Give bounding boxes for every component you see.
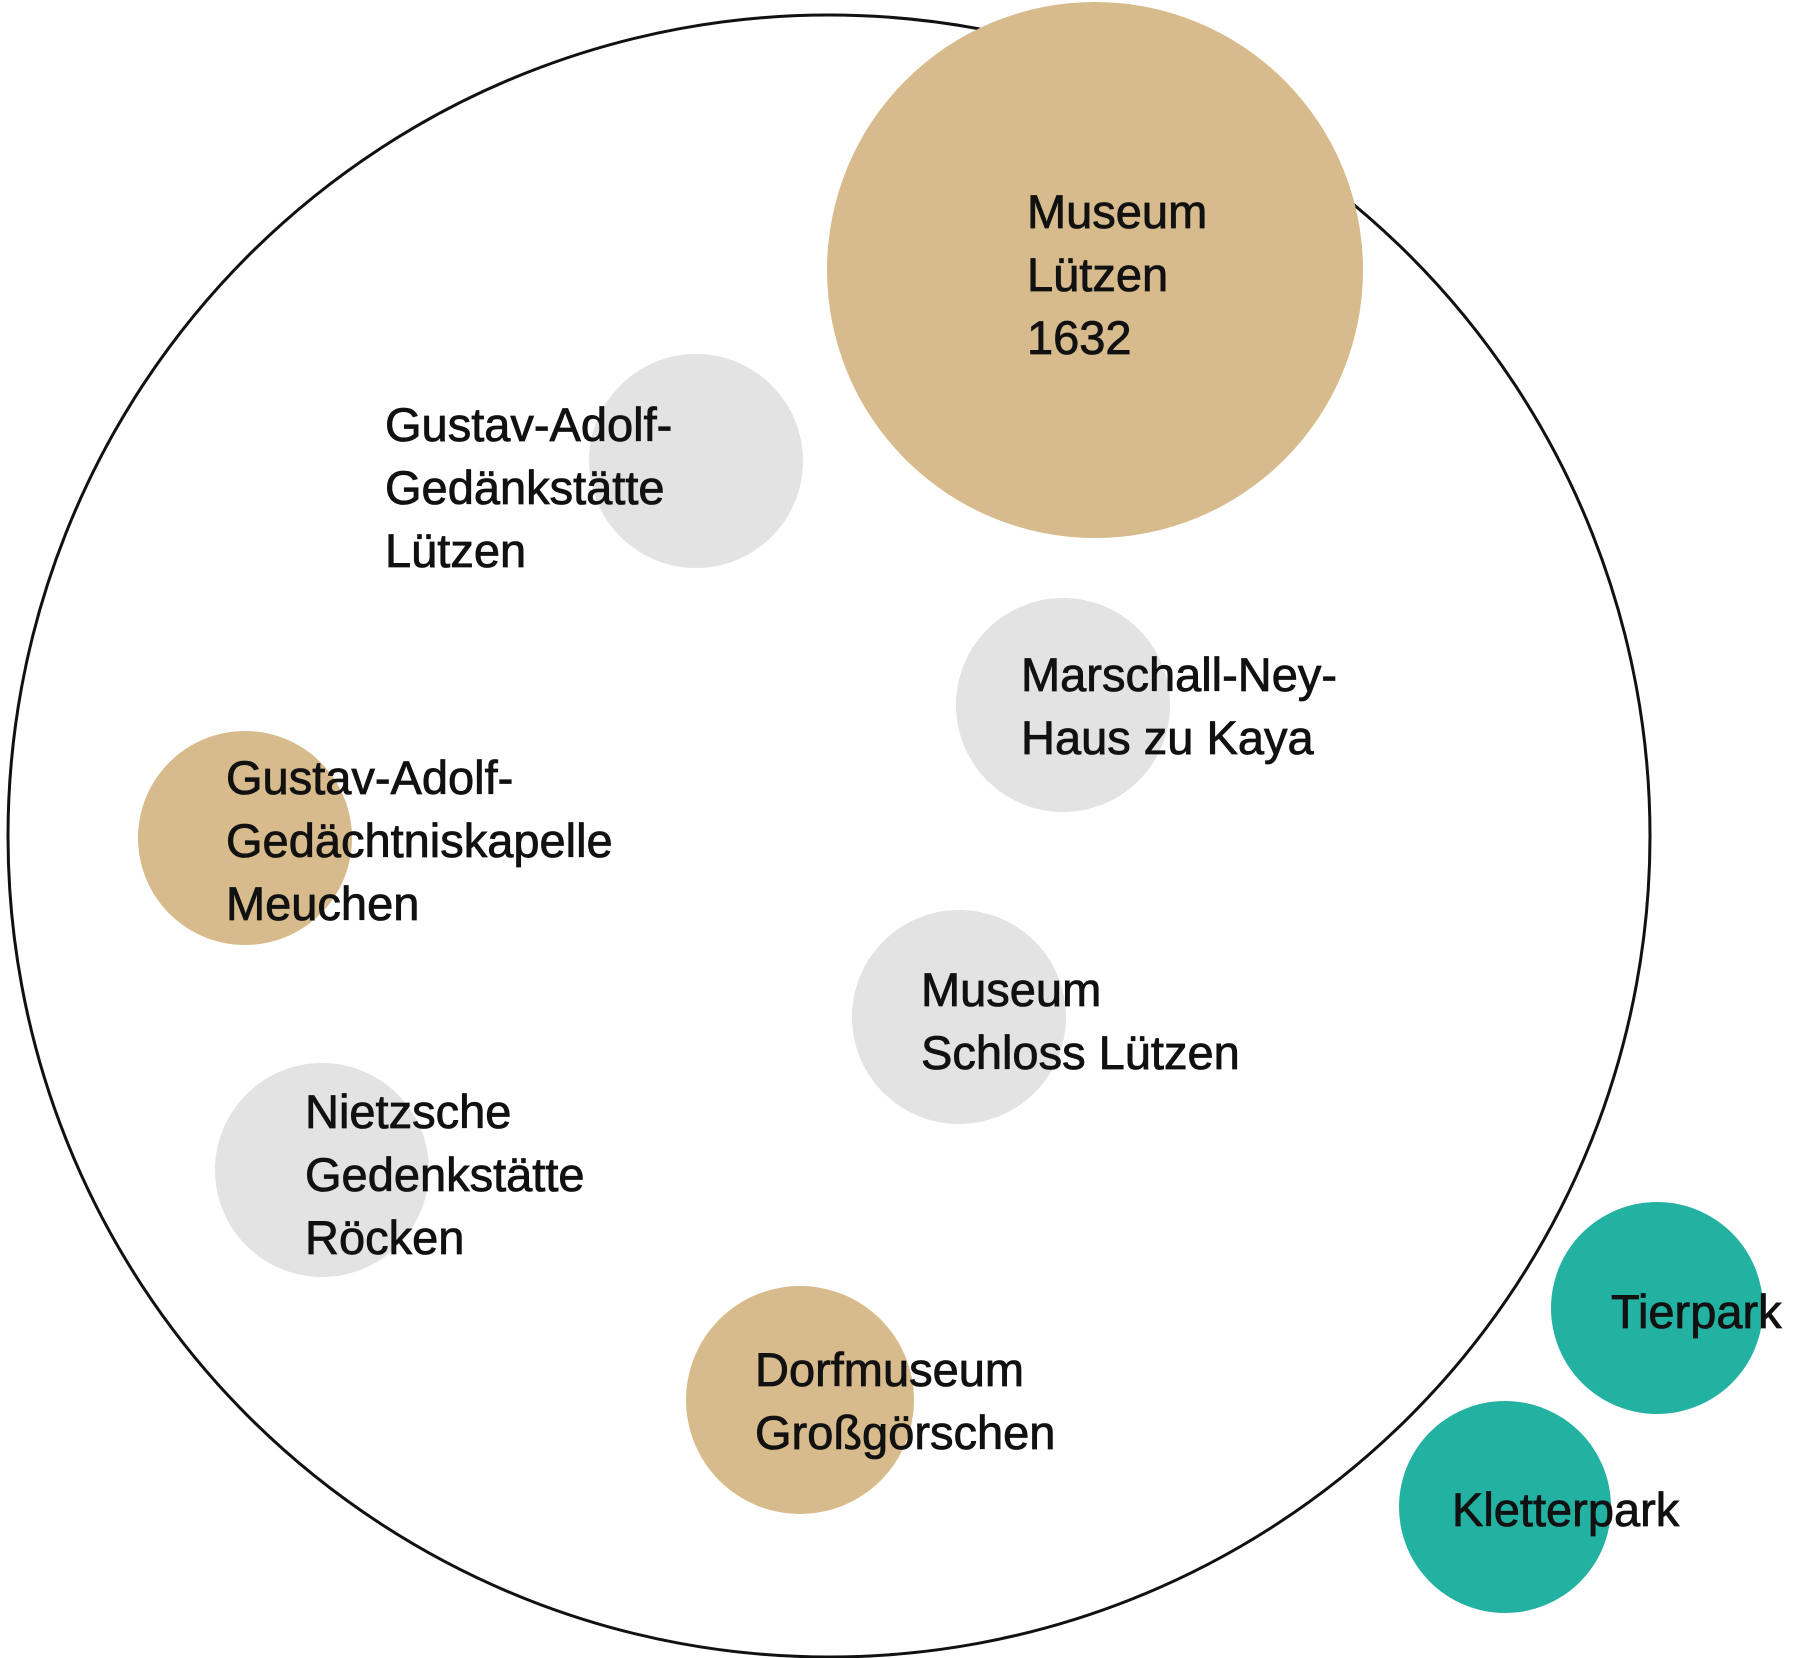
label-line: 1632 bbox=[1027, 311, 1132, 364]
bubble-tierpark bbox=[1551, 1202, 1763, 1414]
bubble-kletterpark bbox=[1399, 1401, 1611, 1613]
bubble-marschall-ney-haus bbox=[956, 598, 1170, 812]
label-kletterpark: Kletterpark bbox=[1452, 1483, 1680, 1536]
label-line: Schloss Lützen bbox=[921, 1026, 1240, 1079]
label-line: Kletterpark bbox=[1452, 1483, 1680, 1536]
label-line: Haus zu Kaya bbox=[1021, 711, 1314, 764]
label-line: Museum bbox=[1027, 185, 1207, 238]
bubble-museum-schloss-luetzen bbox=[852, 910, 1066, 1124]
label-line: Großgörschen bbox=[755, 1406, 1055, 1459]
label-line: Gustav-Adolf- bbox=[226, 751, 513, 804]
label-line: Lützen bbox=[1027, 248, 1168, 301]
bubble-museum-luetzen-1632 bbox=[827, 2, 1363, 538]
label-line: Tierpark bbox=[1611, 1285, 1782, 1338]
label-line: Dorfmuseum bbox=[755, 1343, 1024, 1396]
label-tierpark: Tierpark bbox=[1611, 1285, 1782, 1338]
label-line: Gedenkstätte bbox=[305, 1148, 585, 1201]
label-marschall-ney-haus: Marschall-Ney- Haus zu Kaya bbox=[1021, 648, 1337, 764]
bubble-gustav-adolf-gedaenkstaette bbox=[589, 354, 803, 568]
museum-group-outline bbox=[6, 13, 1652, 1658]
label-line: Gedänkstätte bbox=[385, 461, 665, 514]
label-line: Röcken bbox=[305, 1211, 464, 1264]
label-line: Meuchen bbox=[226, 877, 419, 930]
bubble-nietzsche-gedenkstaette bbox=[215, 1063, 429, 1277]
label-line: Nietzsche bbox=[305, 1085, 511, 1138]
label-line: Museum bbox=[921, 963, 1101, 1016]
bubble-dorfmuseum-grossgoerschen bbox=[686, 1286, 914, 1514]
bubble-gustav-adolf-gedaechtniskapelle bbox=[138, 731, 352, 945]
label-line: Gustav-Adolf- bbox=[385, 398, 672, 451]
label-line: Gedächtniskapelle bbox=[226, 814, 613, 867]
label-line: Lützen bbox=[385, 524, 526, 577]
label-line: Marschall-Ney- bbox=[1021, 648, 1337, 701]
